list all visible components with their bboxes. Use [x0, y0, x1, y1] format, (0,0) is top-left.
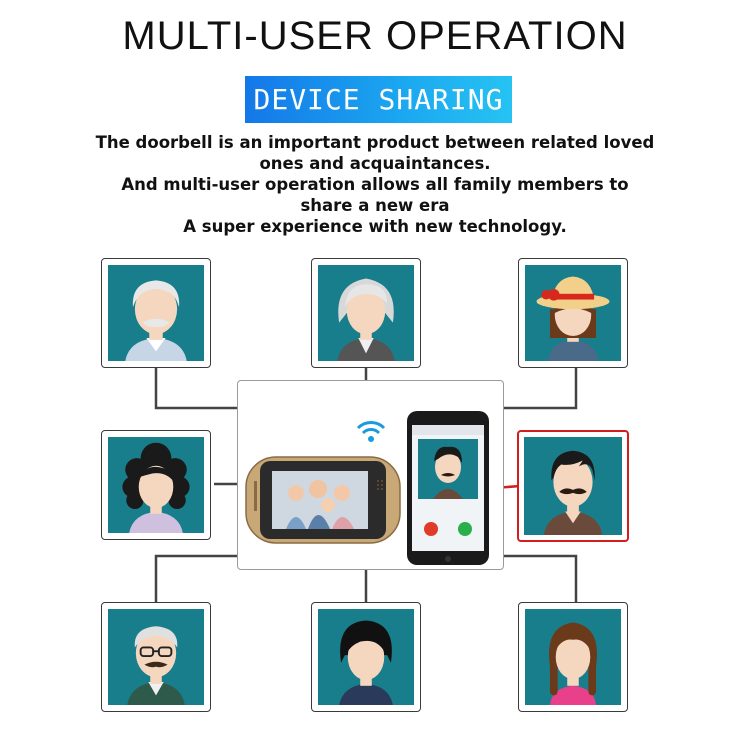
girl-hat-avatar-icon: [536, 276, 610, 361]
connector-top-right: [504, 368, 578, 410]
device-sharing-banner: DEVICE SHARING: [245, 76, 512, 123]
wifi-icon: [356, 421, 386, 442]
user-card-grandfather: [101, 258, 211, 368]
connector-bottom-left: [154, 554, 237, 602]
device-panel: [237, 380, 504, 570]
user-card-grandmother: [311, 258, 421, 368]
smartphone-icon: [407, 411, 489, 565]
connector-bottom-right: [504, 554, 578, 602]
description-line-1: The doorbell is an important product bet…: [95, 133, 655, 152]
description: The doorbell is an important product bet…: [60, 132, 690, 237]
description-line-5: A super experience with new technology.: [183, 217, 567, 236]
description-line-2: ones and acquaintances.: [259, 154, 491, 173]
young-man-avatar-icon: [339, 620, 393, 705]
grandmother-avatar-icon: [337, 278, 395, 361]
woman-avatar-icon: [122, 442, 190, 533]
user-card-girl-with-hat: [518, 258, 628, 368]
user-card-mustache-man[interactable]: [517, 430, 629, 542]
user-card-old-man-glasses: [101, 602, 211, 712]
user-card-young-man: [311, 602, 421, 712]
girl-braids-avatar-icon: [549, 622, 597, 705]
connector-top-left: [154, 368, 237, 410]
door-viewer-icon: [245, 456, 401, 544]
old-man-glasses-avatar-icon: [127, 626, 185, 705]
man-mustache-avatar-icon: [543, 450, 603, 535]
accept-call-icon: [458, 522, 472, 536]
page-title: MULTI-USER OPERATION: [122, 14, 628, 58]
user-card-curly-hair-woman: [101, 430, 211, 540]
user-card-girl-braids: [518, 602, 628, 712]
grandfather-avatar-icon: [125, 280, 187, 361]
decline-call-icon: [424, 522, 438, 536]
description-line-3: And multi-user operation allows all fami…: [121, 175, 629, 194]
description-line-4: share a new era: [300, 196, 450, 215]
